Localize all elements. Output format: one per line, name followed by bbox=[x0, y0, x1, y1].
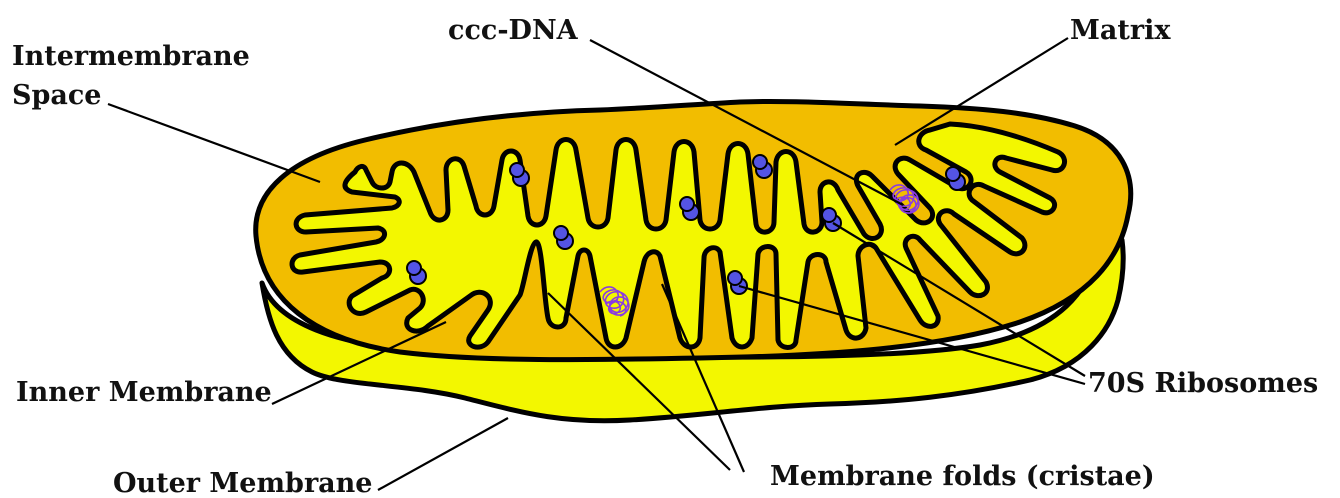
label-outer-membrane: Outer Membrane bbox=[113, 468, 372, 498]
leader-intermembrane bbox=[108, 104, 320, 182]
label-intermembrane-line1: Intermembrane bbox=[12, 41, 250, 72]
label-cristae: Membrane folds (cristae) bbox=[770, 461, 1155, 492]
label-intermembrane-line2: Space bbox=[12, 80, 102, 111]
label-matrix: Matrix bbox=[1070, 15, 1171, 46]
label-inner-membrane: Inner Membrane bbox=[16, 377, 272, 408]
label-ribosomes: 70S Ribosomes bbox=[1088, 368, 1318, 399]
label-ccc-dna: ccc-DNA bbox=[448, 15, 579, 46]
leader-outer-membrane bbox=[378, 418, 508, 490]
